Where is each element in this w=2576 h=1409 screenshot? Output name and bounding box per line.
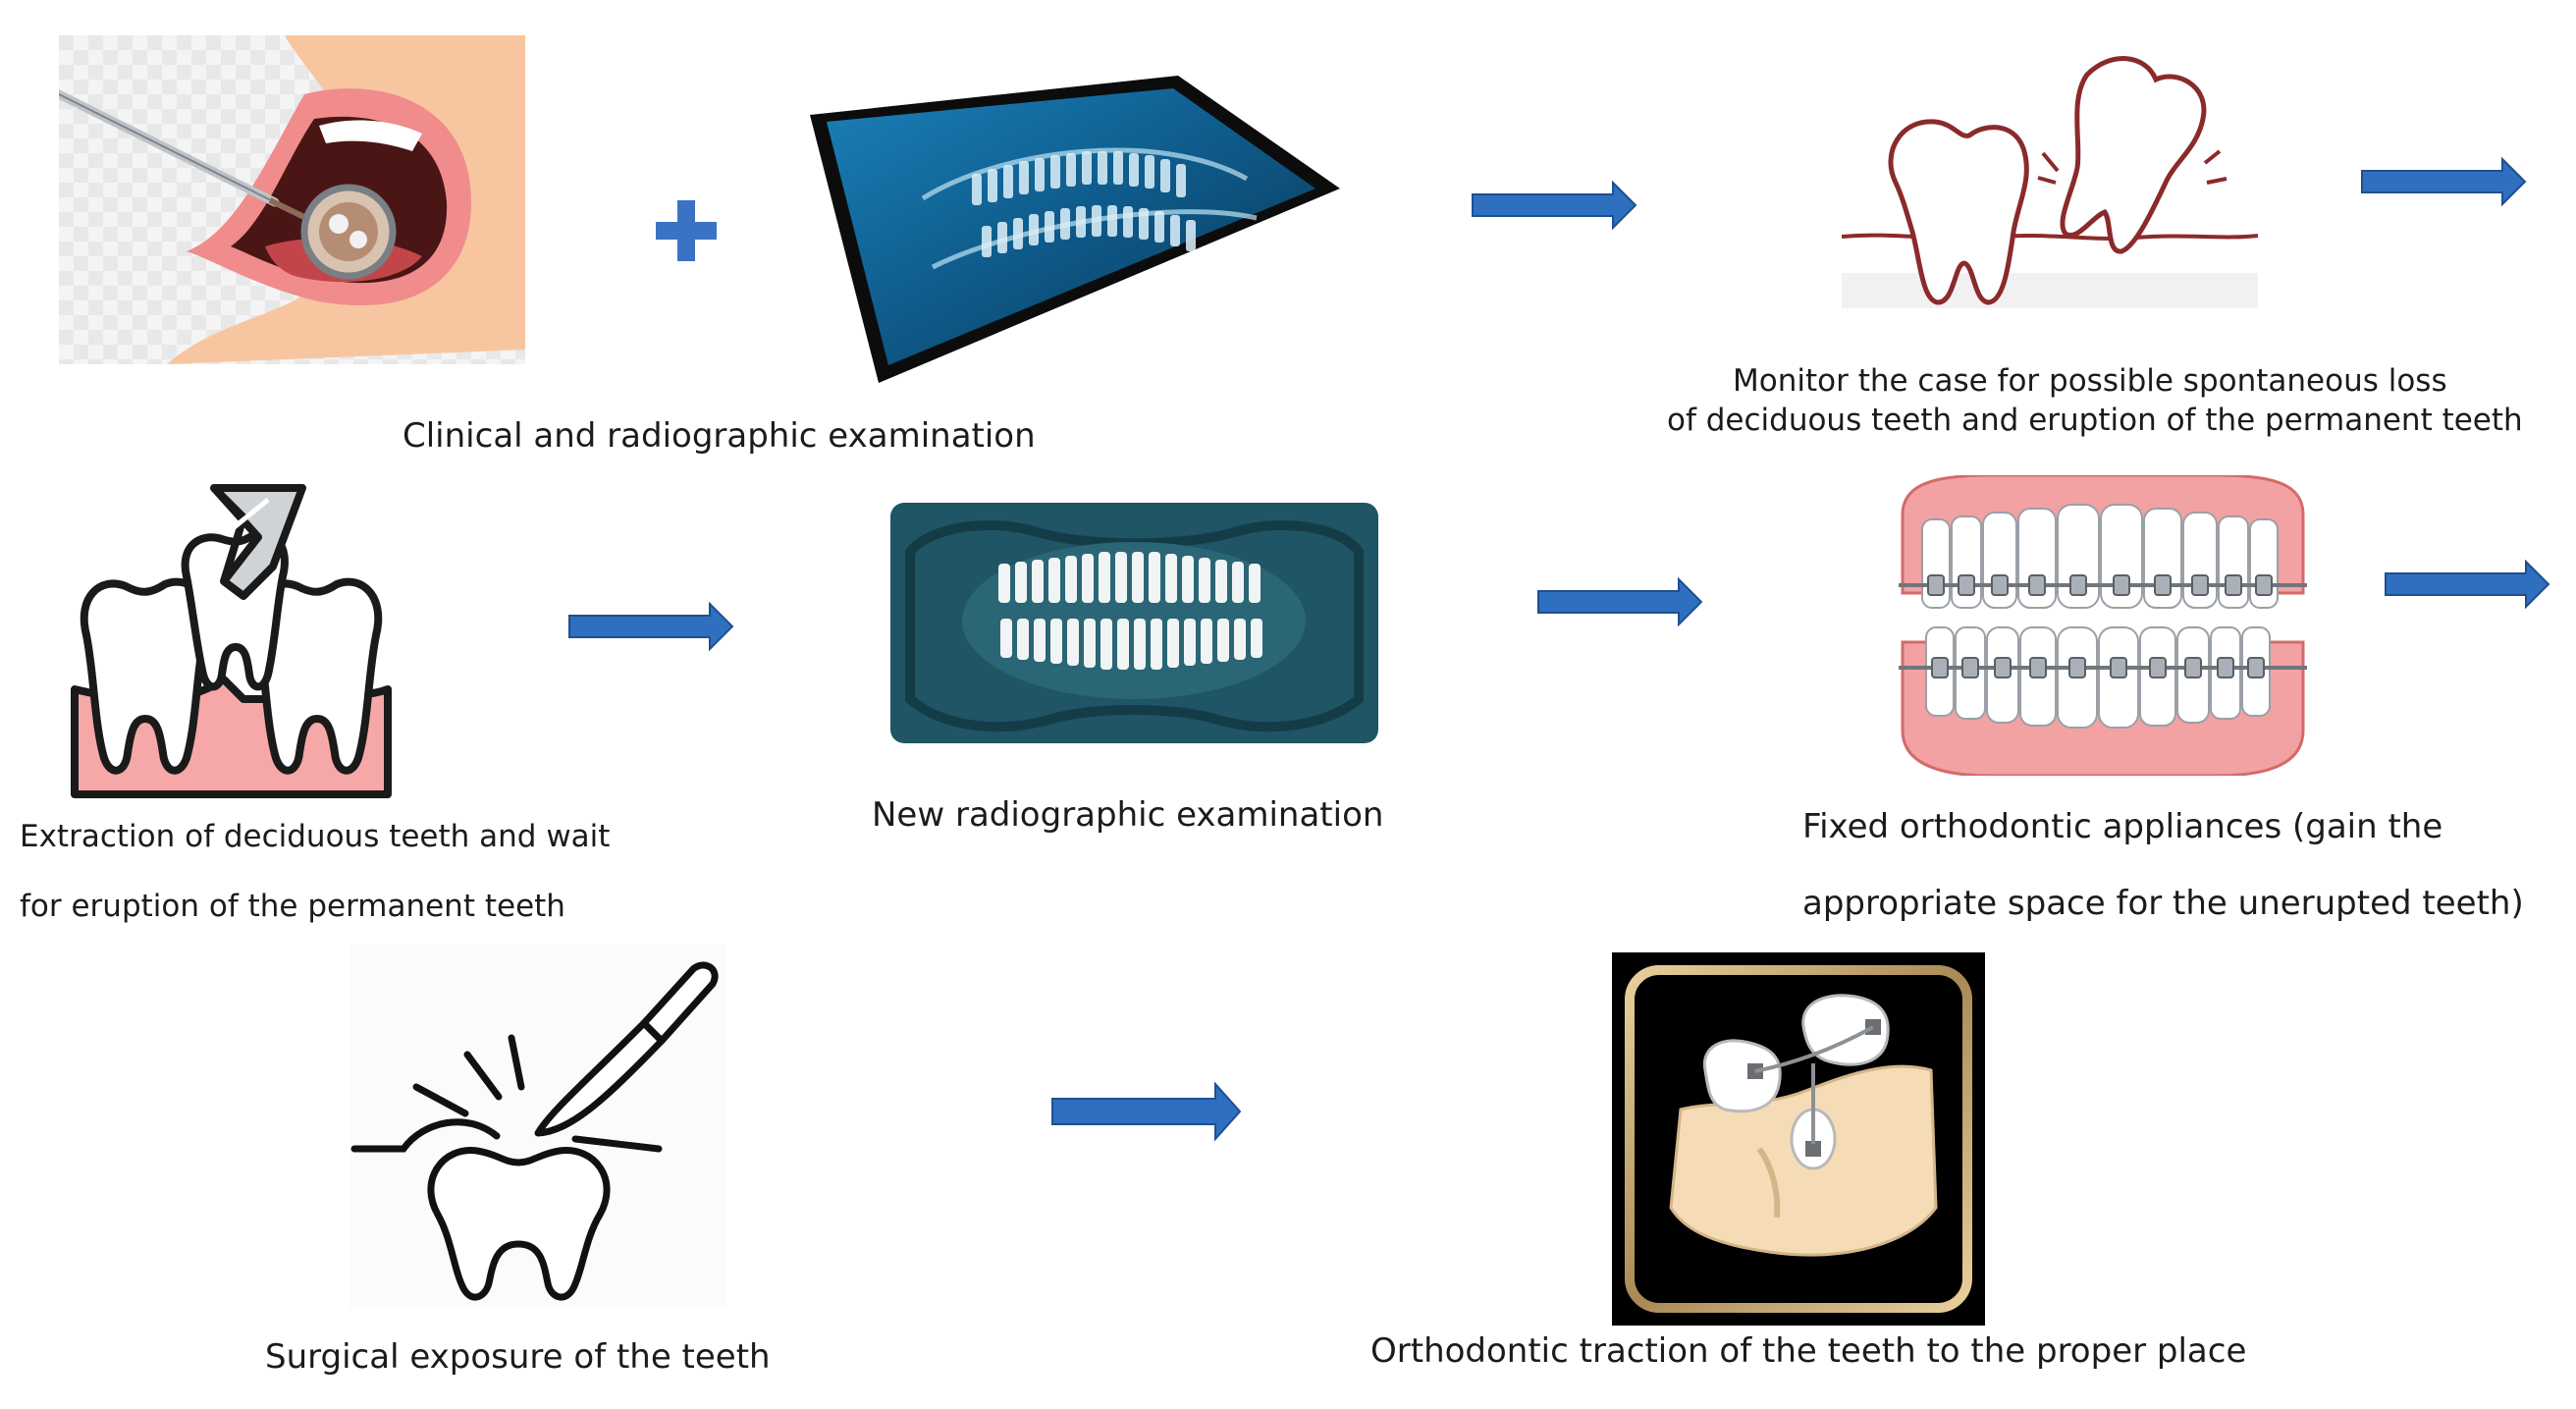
mouth-mirror-icon: [59, 35, 525, 364]
monitor-label-line2: of deciduous teeth and eruption of the p…: [1667, 403, 2523, 438]
orthodontic-traction-icon: [1612, 952, 1985, 1326]
tooth-extraction-icon: [67, 478, 396, 802]
arrow-1: [1471, 181, 1637, 230]
arrow-6: [1050, 1082, 1242, 1141]
arrow-2: [2360, 157, 2527, 206]
surgical-label: Surgical exposure of the teeth: [265, 1337, 771, 1377]
clinical-radiographic-label: Clinical and radiographic examination: [402, 416, 1036, 456]
impacted-teeth-icon: [1842, 45, 2258, 308]
xray-film-icon: [805, 71, 1340, 383]
arrow-5: [2384, 560, 2550, 609]
traction-label: Orthodontic traction of the teeth to the…: [1370, 1331, 2247, 1371]
plus-icon: [656, 200, 717, 261]
extraction-label-line1: Extraction of deciduous teeth and wait: [20, 819, 611, 854]
arrow-4: [1536, 577, 1703, 626]
monitor-label-line1: Monitor the case for possible spontaneou…: [1733, 363, 2447, 399]
extraction-label-line2: for eruption of the permanent teeth: [20, 889, 565, 924]
panoramic-xray-icon: [890, 503, 1378, 743]
braces-icon: [1893, 475, 2313, 776]
fixed-ortho-label-line1: Fixed orthodontic appliances (gain the: [1802, 807, 2443, 846]
fixed-ortho-label-line2: appropriate space for the unerupted teet…: [1802, 884, 2524, 923]
scalpel-tooth-icon: [349, 945, 726, 1308]
arrow-3: [567, 602, 734, 651]
new-radiographic-label: New radiographic examination: [872, 795, 1384, 835]
